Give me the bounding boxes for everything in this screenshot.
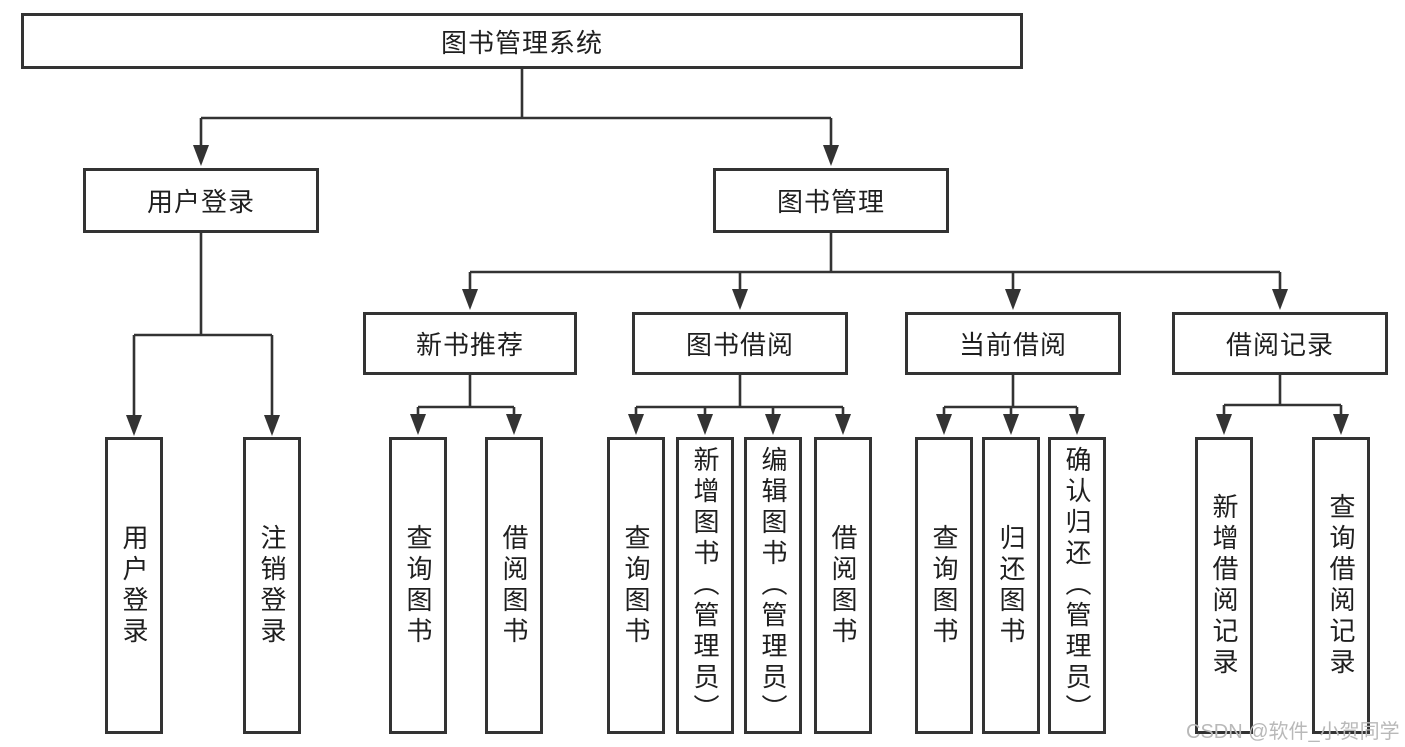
arrow-down-icon — [732, 289, 748, 310]
node-leaf-add-books-admin: 新增图书（管理员） — [676, 437, 734, 734]
arrow-down-icon — [1003, 414, 1019, 435]
node-leaf-logout: 注销登录 — [243, 437, 301, 734]
node-leaf-query-books-borrowing: 查询图书 — [607, 437, 665, 734]
arrow-down-icon — [936, 414, 952, 435]
connector-root-to-level2 — [199, 69, 833, 152]
node-new-book-recommend: 新书推荐 — [363, 312, 577, 375]
arrow-down-icon — [1005, 289, 1021, 310]
connector-new-book-children — [416, 375, 516, 423]
arrow-down-icon — [506, 414, 522, 435]
node-leaf-user-login: 用户登录 — [105, 437, 163, 734]
node-leaf-query-books-recommend: 查询图书 — [389, 437, 447, 734]
arrow-down-icon — [823, 145, 839, 166]
watermark: CSDN @软件_小贺同学 — [1186, 721, 1400, 743]
node-leaf-query-borrow-record: 查询借阅记录 — [1312, 437, 1370, 734]
node-current-borrowing: 当前借阅 — [905, 312, 1121, 375]
node-leaf-return-books: 归还图书 — [982, 437, 1040, 734]
arrow-down-icon — [697, 414, 713, 435]
node-book-management: 图书管理 — [713, 168, 949, 233]
node-leaf-edit-books-admin: 编辑图书（管理员） — [744, 437, 802, 734]
arrow-down-icon — [835, 414, 851, 435]
node-leaf-borrow-books: 借阅图书 — [814, 437, 872, 734]
connector-borrowing-records-children — [1222, 375, 1343, 423]
node-root: 图书管理系统 — [21, 13, 1023, 69]
arrow-down-icon — [126, 415, 142, 436]
node-user-login: 用户登录 — [83, 168, 319, 233]
node-book-borrowing: 图书借阅 — [632, 312, 848, 375]
arrow-down-icon — [410, 414, 426, 435]
node-leaf-borrow-books-recommend: 借阅图书 — [485, 437, 543, 734]
arrow-down-icon — [264, 415, 280, 436]
arrow-down-icon — [1272, 289, 1288, 310]
node-leaf-query-books-current: 查询图书 — [915, 437, 973, 734]
arrow-down-icon — [765, 414, 781, 435]
node-borrowing-records: 借阅记录 — [1172, 312, 1388, 375]
arrowheads — [126, 145, 1349, 436]
arrow-down-icon — [462, 289, 478, 310]
connector-book-management-children — [468, 233, 1282, 297]
arrow-down-icon — [1216, 414, 1232, 435]
arrow-down-icon — [1069, 414, 1085, 435]
node-leaf-confirm-return-admin: 确认归还（管理员） — [1048, 437, 1106, 734]
arrow-down-icon — [193, 145, 209, 166]
connector-user-login-children — [132, 233, 274, 422]
connector-book-borrowing-children — [634, 375, 845, 423]
arrow-down-icon — [1333, 414, 1349, 435]
node-leaf-add-borrow-record: 新增借阅记录 — [1195, 437, 1253, 734]
arrow-down-icon — [628, 414, 644, 435]
